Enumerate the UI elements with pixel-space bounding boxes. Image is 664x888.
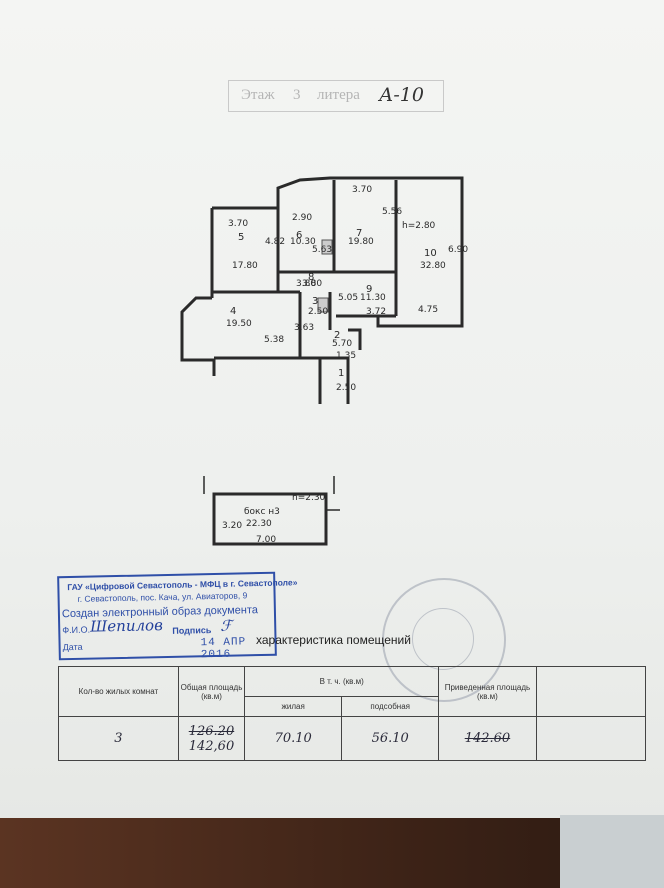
dim-4-depth: 3.63 xyxy=(294,323,314,333)
room-10-id: 10 xyxy=(424,248,437,259)
plan-stairs xyxy=(317,239,333,313)
stamp-fio-value: Шепилов xyxy=(90,616,164,636)
dim-5-depth: 4.82 xyxy=(265,237,285,247)
room-6-id: 6 xyxy=(296,230,302,241)
stamp-org: ГАУ «Цифровой Севастополь - МФЦ в г. Сев… xyxy=(67,577,298,593)
room-9-id: 9 xyxy=(366,284,372,295)
room-3-id: 3 xyxy=(312,296,318,307)
cell-total-new: 142,60 xyxy=(188,738,235,754)
dim-4-width: 5.38 xyxy=(264,335,284,345)
dim-ceiling: h=2.80 xyxy=(402,221,436,231)
room-9-area: 11.30 xyxy=(360,293,386,303)
box-depth: 3.20 xyxy=(222,521,242,531)
litera-value: А-10 xyxy=(379,84,424,106)
mfc-stamp: ГАУ «Цифровой Севастополь - МФЦ в г. Сев… xyxy=(57,571,297,661)
room-6-area: 10.30 xyxy=(290,237,316,247)
cell-total-old: 126.20 xyxy=(188,723,235,739)
plan-walls xyxy=(180,176,464,404)
floor-label: Этаж xyxy=(241,87,275,103)
box-height: h=2.30 xyxy=(292,493,326,503)
room-3-area: 2.50 xyxy=(308,307,328,317)
header-rooms: Кол-во жилых комнат xyxy=(58,666,179,717)
room-1-area: 2.50 xyxy=(336,383,356,393)
room-2-id: 2 xyxy=(334,330,340,341)
dim-5-width: 3.70 xyxy=(228,219,248,229)
dim-9-depth: 5.05 xyxy=(338,293,358,303)
room-7-id: 7 xyxy=(356,228,362,239)
litera-label: литера xyxy=(317,87,360,103)
wooden-table xyxy=(0,818,664,888)
dim-corridor: 1.35 xyxy=(336,351,356,361)
dim-6-depth: 5.63 xyxy=(312,245,332,255)
cell-aux: 56.10 xyxy=(341,716,440,761)
paper-edge xyxy=(560,815,664,888)
stamp-address: г. Севастополь, пос. Кача, ул. Авиаторов… xyxy=(77,590,248,604)
characteristics-table: Кол-во жилых комнат Общая площадь (кв.м)… xyxy=(58,666,647,761)
dim-8-width: 3.80 xyxy=(296,279,316,289)
header-reduced: Приведенная площадь (кв.м) xyxy=(438,666,537,717)
room-2-area: 5.70 xyxy=(332,339,352,349)
room-5-id: 5 xyxy=(238,232,244,243)
room-1-id: 1 xyxy=(338,368,344,379)
box-label: бокс н3 xyxy=(244,507,280,517)
floor-number: 3 xyxy=(293,87,301,103)
cell-total: 126.20 142,60 xyxy=(177,716,246,761)
box-area: 22.30 xyxy=(246,519,272,529)
dim-10-depth: 6.90 xyxy=(448,245,468,255)
cell-living: 70.10 xyxy=(244,716,343,761)
floor-header: Этаж 3 литера А-10 xyxy=(228,80,444,112)
stamp-date-label: Дата xyxy=(62,641,83,653)
header-total: Общая площадь (кв.м) xyxy=(177,666,246,717)
table-title: характеристика помещений xyxy=(256,633,411,647)
header-empty xyxy=(535,666,647,717)
box-width: 7.00 xyxy=(256,535,276,545)
header-incl: В т. ч. (кв.м) xyxy=(244,666,440,697)
cell-reduced: 142.60 xyxy=(438,716,537,761)
cell-rooms: 3 xyxy=(58,716,179,761)
room-5-area: 17.80 xyxy=(232,261,258,271)
cell-empty xyxy=(535,716,647,761)
garage-box xyxy=(203,476,340,546)
stamp-sign-label: Подпись xyxy=(172,625,212,636)
stamp-fio-label: Ф.И.О. xyxy=(62,624,91,636)
header-living: жилая xyxy=(244,696,343,717)
room-8-area: 3.80 xyxy=(302,279,322,289)
room-7-area: 19.80 xyxy=(348,237,374,247)
dim-6-width: 2.90 xyxy=(292,213,312,223)
room-4-id: 4 xyxy=(230,306,236,317)
room-4-area: 19.50 xyxy=(226,319,252,329)
header-aux: подсобная xyxy=(341,696,440,717)
dim-7-depth: 5.56 xyxy=(382,207,402,217)
room-10-area: 32.80 xyxy=(420,261,446,271)
dim-7-width: 3.70 xyxy=(352,185,372,195)
dim-9-width: 3.72 xyxy=(366,307,386,317)
room-8-id: 8 xyxy=(308,272,314,283)
signature-icon: ℱ xyxy=(220,616,233,635)
dim-10-width: 4.75 xyxy=(418,305,438,315)
